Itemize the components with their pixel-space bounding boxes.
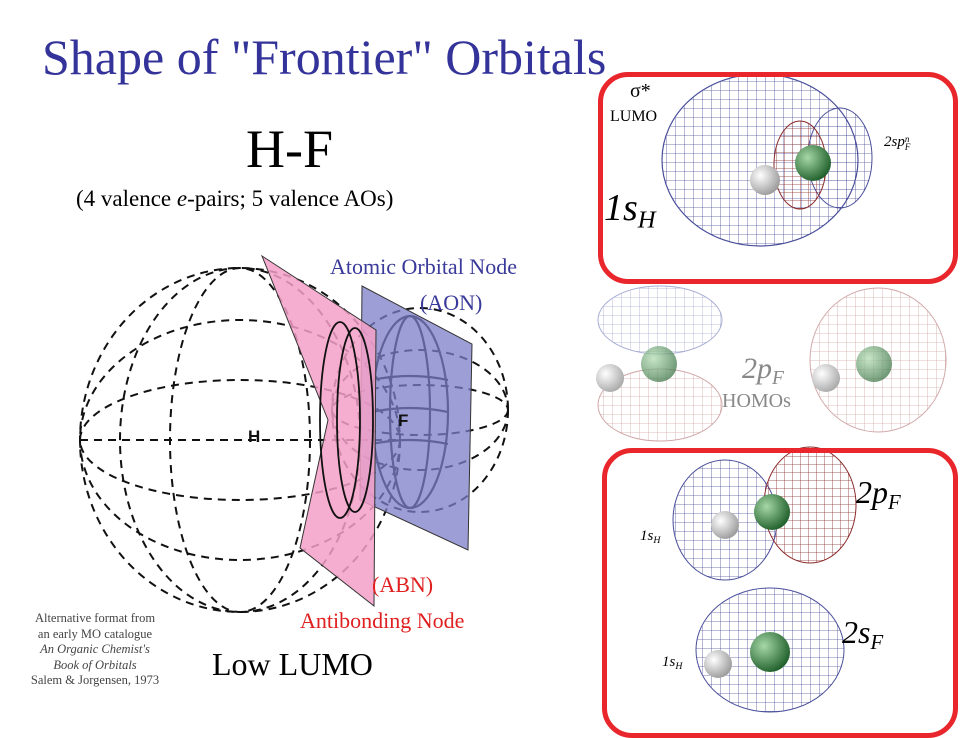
abn-abbrev: (ABN) xyxy=(372,572,434,597)
abn-plane xyxy=(260,254,377,608)
lumo-label: LUMO xyxy=(610,108,658,125)
aon-abbrev: (AON) xyxy=(420,290,483,315)
bonding-2sf-label: 2sF xyxy=(842,614,884,655)
abn-rings xyxy=(319,321,374,519)
bonding-2p-orbital xyxy=(672,446,857,581)
h-atom-label: H xyxy=(248,427,260,446)
homo-orbital-left xyxy=(596,285,723,442)
sigma-star-label: σ* xyxy=(630,80,651,102)
lumo-1sh-label: 1sH xyxy=(604,187,656,234)
bonding-1sh-label-lower: 1sH xyxy=(662,654,683,672)
bonding-orbitals-panel xyxy=(602,448,958,738)
homos-label: HOMOs xyxy=(722,390,791,412)
lumo-panel xyxy=(598,72,958,284)
f-atom-label: F xyxy=(398,411,408,430)
abn-label: Antibonding Node xyxy=(300,608,465,633)
valence-subtitle: (4 valence e-pairs; 5 valence AOs) xyxy=(76,186,394,211)
bonding-1sh-label-upper: 1sH xyxy=(640,528,661,546)
bonding-2s-orbital xyxy=(695,587,845,713)
source-credit: Alternative format from an early MO cata… xyxy=(30,611,160,687)
homo-2pf-label: 2pF xyxy=(742,352,784,389)
orbital-figures: H F xyxy=(79,73,947,713)
bonding-2pf-label: 2pF xyxy=(856,474,901,515)
homo-orbital-right xyxy=(809,287,947,433)
page-title: Shape of "Frontier" Orbitals xyxy=(42,29,607,85)
lumo-orbital xyxy=(661,73,873,247)
molecule-name: H-F xyxy=(246,119,334,179)
aon-label: Atomic Orbital Node xyxy=(330,254,517,279)
aon-plane xyxy=(359,285,473,551)
low-lumo-label: Low LUMO xyxy=(212,646,373,682)
